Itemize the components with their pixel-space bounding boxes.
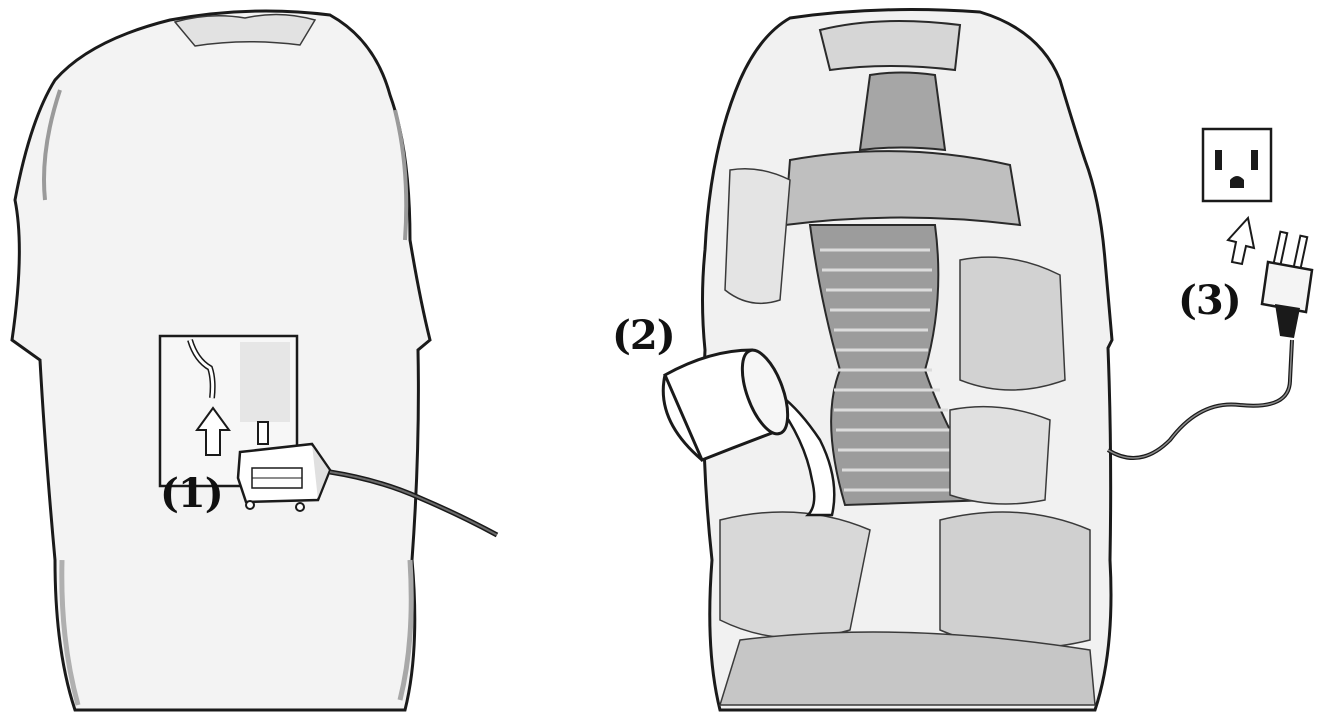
step-label-3: (3): [1178, 277, 1241, 324]
step-label-2: (2): [612, 312, 675, 359]
step-label-1: (1): [160, 470, 223, 517]
plug-icon: [1262, 232, 1312, 338]
arrow-up-icon: [1228, 218, 1254, 264]
fountain-back-view: [12, 11, 497, 710]
fountain-front-view: [663, 10, 1292, 710]
outlet-icon: [1203, 129, 1271, 201]
